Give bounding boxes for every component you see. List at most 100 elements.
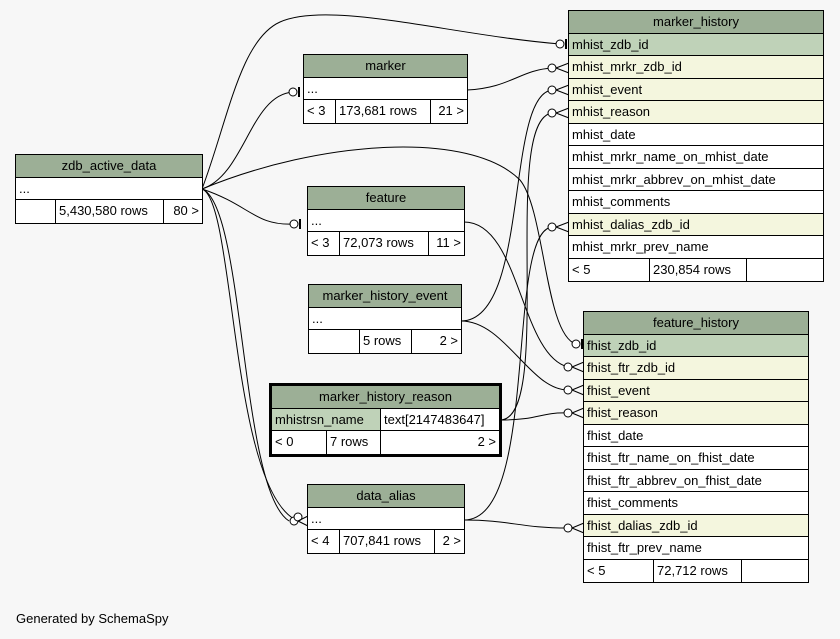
column-ellipsis: ...	[308, 508, 464, 530]
parents-count: < 4	[311, 533, 330, 548]
marker-circle	[563, 362, 573, 372]
table-stats: < 5 230,854 rows	[569, 258, 823, 281]
table-marker-history: marker_history mhist_zdb_id mhist_mrkr_z…	[568, 10, 824, 282]
children-count: 2 >	[380, 431, 499, 454]
table-stats: < 4 707,841 rows 2 >	[308, 530, 464, 553]
edge-zdb-fhist-zdb-id	[201, 146, 577, 345]
column-mhistrsn-name: mhistrsn_name	[272, 408, 380, 430]
marker-circle	[547, 222, 557, 232]
table-title[interactable]: feature_history	[584, 312, 808, 335]
column-ellipsis: ...	[304, 78, 467, 100]
table-marker-history-reason: marker_history_reason mhistrsn_name text…	[269, 383, 502, 457]
column-mhist-mrkr-abbrev: mhist_mrkr_abbrev_on_mhist_date	[569, 169, 823, 191]
column-fhist-dalias-zdb-id: fhist_dalias_zdb_id	[584, 514, 808, 537]
column-ellipsis: ...	[16, 178, 202, 200]
column-fhist-reason: fhist_reason	[584, 402, 808, 425]
edge-da-mhist-dalias	[463, 226, 553, 521]
table-stats: 5 rows 2 >	[309, 330, 461, 353]
marker-circle	[547, 85, 557, 95]
edge-zdb-feature	[201, 188, 295, 225]
parents-count: < 0	[275, 434, 294, 449]
column-mhist-event: mhist_event	[569, 78, 823, 101]
edge-mhe-mhist-event	[460, 89, 553, 322]
edge-marker-mhist-mrkr	[466, 67, 553, 91]
column-mhistrsn-name-row: mhistrsn_name text[2147483647]	[272, 408, 499, 431]
edge-mhe-fhist-event	[460, 320, 569, 391]
edge-zdb-data-alias-2	[201, 188, 290, 522]
marker-circle	[563, 408, 573, 418]
marker-circle	[289, 219, 299, 229]
table-stats: < 5 72,712 rows	[584, 559, 808, 582]
column-fhist-ftr-prev-name: fhist_ftr_prev_name	[584, 537, 808, 560]
table-marker-history-event: marker_history_event ... 5 rows 2 >	[308, 284, 462, 354]
column-ellipsis: ...	[309, 308, 461, 330]
children-count: 2 >	[411, 330, 461, 353]
marker-circle	[571, 339, 581, 349]
children-count: 80 >	[163, 200, 202, 223]
column-mhist-zdb-id: mhist_zdb_id	[569, 33, 823, 56]
edge-mhr-fhist-reason	[499, 412, 569, 421]
table-title[interactable]: zdb_active_data	[16, 155, 202, 178]
column-mhist-mrkr-prev-name: mhist_mrkr_prev_name	[569, 236, 823, 259]
column-fhist-zdb-id: fhist_zdb_id	[584, 334, 808, 357]
parents-count: < 5	[572, 261, 591, 277]
edge-zdb-data-alias-1	[201, 188, 295, 520]
edge-zdb-marker	[201, 91, 294, 190]
column-fhist-ftr-zdb-id: fhist_ftr_zdb_id	[584, 357, 808, 380]
column-type: text[2147483647]	[380, 408, 499, 430]
row-count: 173,681 rows	[335, 100, 430, 123]
edge-feature-fhist-ftr	[463, 221, 569, 368]
edge-end-bars	[298, 39, 583, 349]
edge-zdb-mhist-zdb-id	[201, 14, 561, 190]
column-fhist-event: fhist_event	[584, 379, 808, 402]
parents-count: < 3	[307, 103, 326, 118]
marker-circle	[563, 523, 573, 533]
table-zdb-active-data: zdb_active_data ... 5,430,580 rows 80 >	[15, 154, 203, 224]
column-fhist-ftr-abbrev: fhist_ftr_abbrev_on_fhist_date	[584, 470, 808, 492]
edge-mhr-mhist-reason	[499, 112, 553, 421]
edge-da-fhist-dalias	[463, 519, 569, 529]
table-stats: 5,430,580 rows 80 >	[16, 200, 202, 223]
table-stats: < 3 173,681 rows 21 >	[304, 100, 467, 123]
column-mhist-mrkr-name: mhist_mrkr_name_on_mhist_date	[569, 146, 823, 169]
children-count: 21 >	[430, 100, 467, 123]
children-count: 2 >	[434, 530, 464, 553]
table-title[interactable]: marker_history	[569, 11, 823, 34]
column-mhist-comments: mhist_comments	[569, 191, 823, 214]
table-title[interactable]: marker_history_reason	[272, 386, 499, 409]
children-count	[746, 258, 823, 281]
edge-end-markers	[288, 39, 581, 533]
table-marker: marker ... < 3 173,681 rows 21 >	[303, 54, 468, 124]
table-title[interactable]: data_alias	[308, 485, 464, 508]
row-count: 7 rows	[326, 431, 380, 454]
row-count: 5,430,580 rows	[55, 200, 163, 223]
marker-circle	[547, 108, 557, 118]
table-title[interactable]: marker_history_event	[309, 285, 461, 308]
parents-count	[16, 200, 55, 223]
marker-circle	[547, 63, 557, 73]
row-count: 72,073 rows	[339, 232, 428, 255]
column-fhist-date: fhist_date	[584, 425, 808, 447]
marker-circle	[563, 385, 573, 395]
children-count	[741, 559, 808, 582]
table-title[interactable]: feature	[308, 187, 464, 210]
edge-crowfeet	[297, 62, 585, 534]
column-fhist-comments: fhist_comments	[584, 492, 808, 515]
column-fhist-ftr-name: fhist_ftr_name_on_fhist_date	[584, 447, 808, 470]
parents-count: < 5	[587, 562, 606, 578]
row-count: 5 rows	[359, 330, 411, 353]
column-mhist-date: mhist_date	[569, 124, 823, 146]
column-mhist-dalias-zdb-id: mhist_dalias_zdb_id	[569, 213, 823, 236]
table-data-alias: data_alias ... < 4 707,841 rows 2 >	[307, 484, 465, 554]
table-stats: < 0 7 rows 2 >	[272, 431, 499, 454]
column-mhist-mrkr-zdb-id: mhist_mrkr_zdb_id	[569, 56, 823, 79]
marker-circle	[555, 39, 565, 49]
table-title[interactable]: marker	[304, 55, 467, 78]
row-count: 72,712 rows	[653, 559, 741, 582]
generated-by-footer: Generated by SchemaSpy	[16, 611, 169, 626]
parents-count	[309, 330, 359, 353]
children-count: 11 >	[428, 232, 464, 255]
table-feature-history: feature_history fhist_zdb_id fhist_ftr_z…	[583, 311, 809, 583]
table-feature: feature ... < 3 72,073 rows 11 >	[307, 186, 465, 256]
